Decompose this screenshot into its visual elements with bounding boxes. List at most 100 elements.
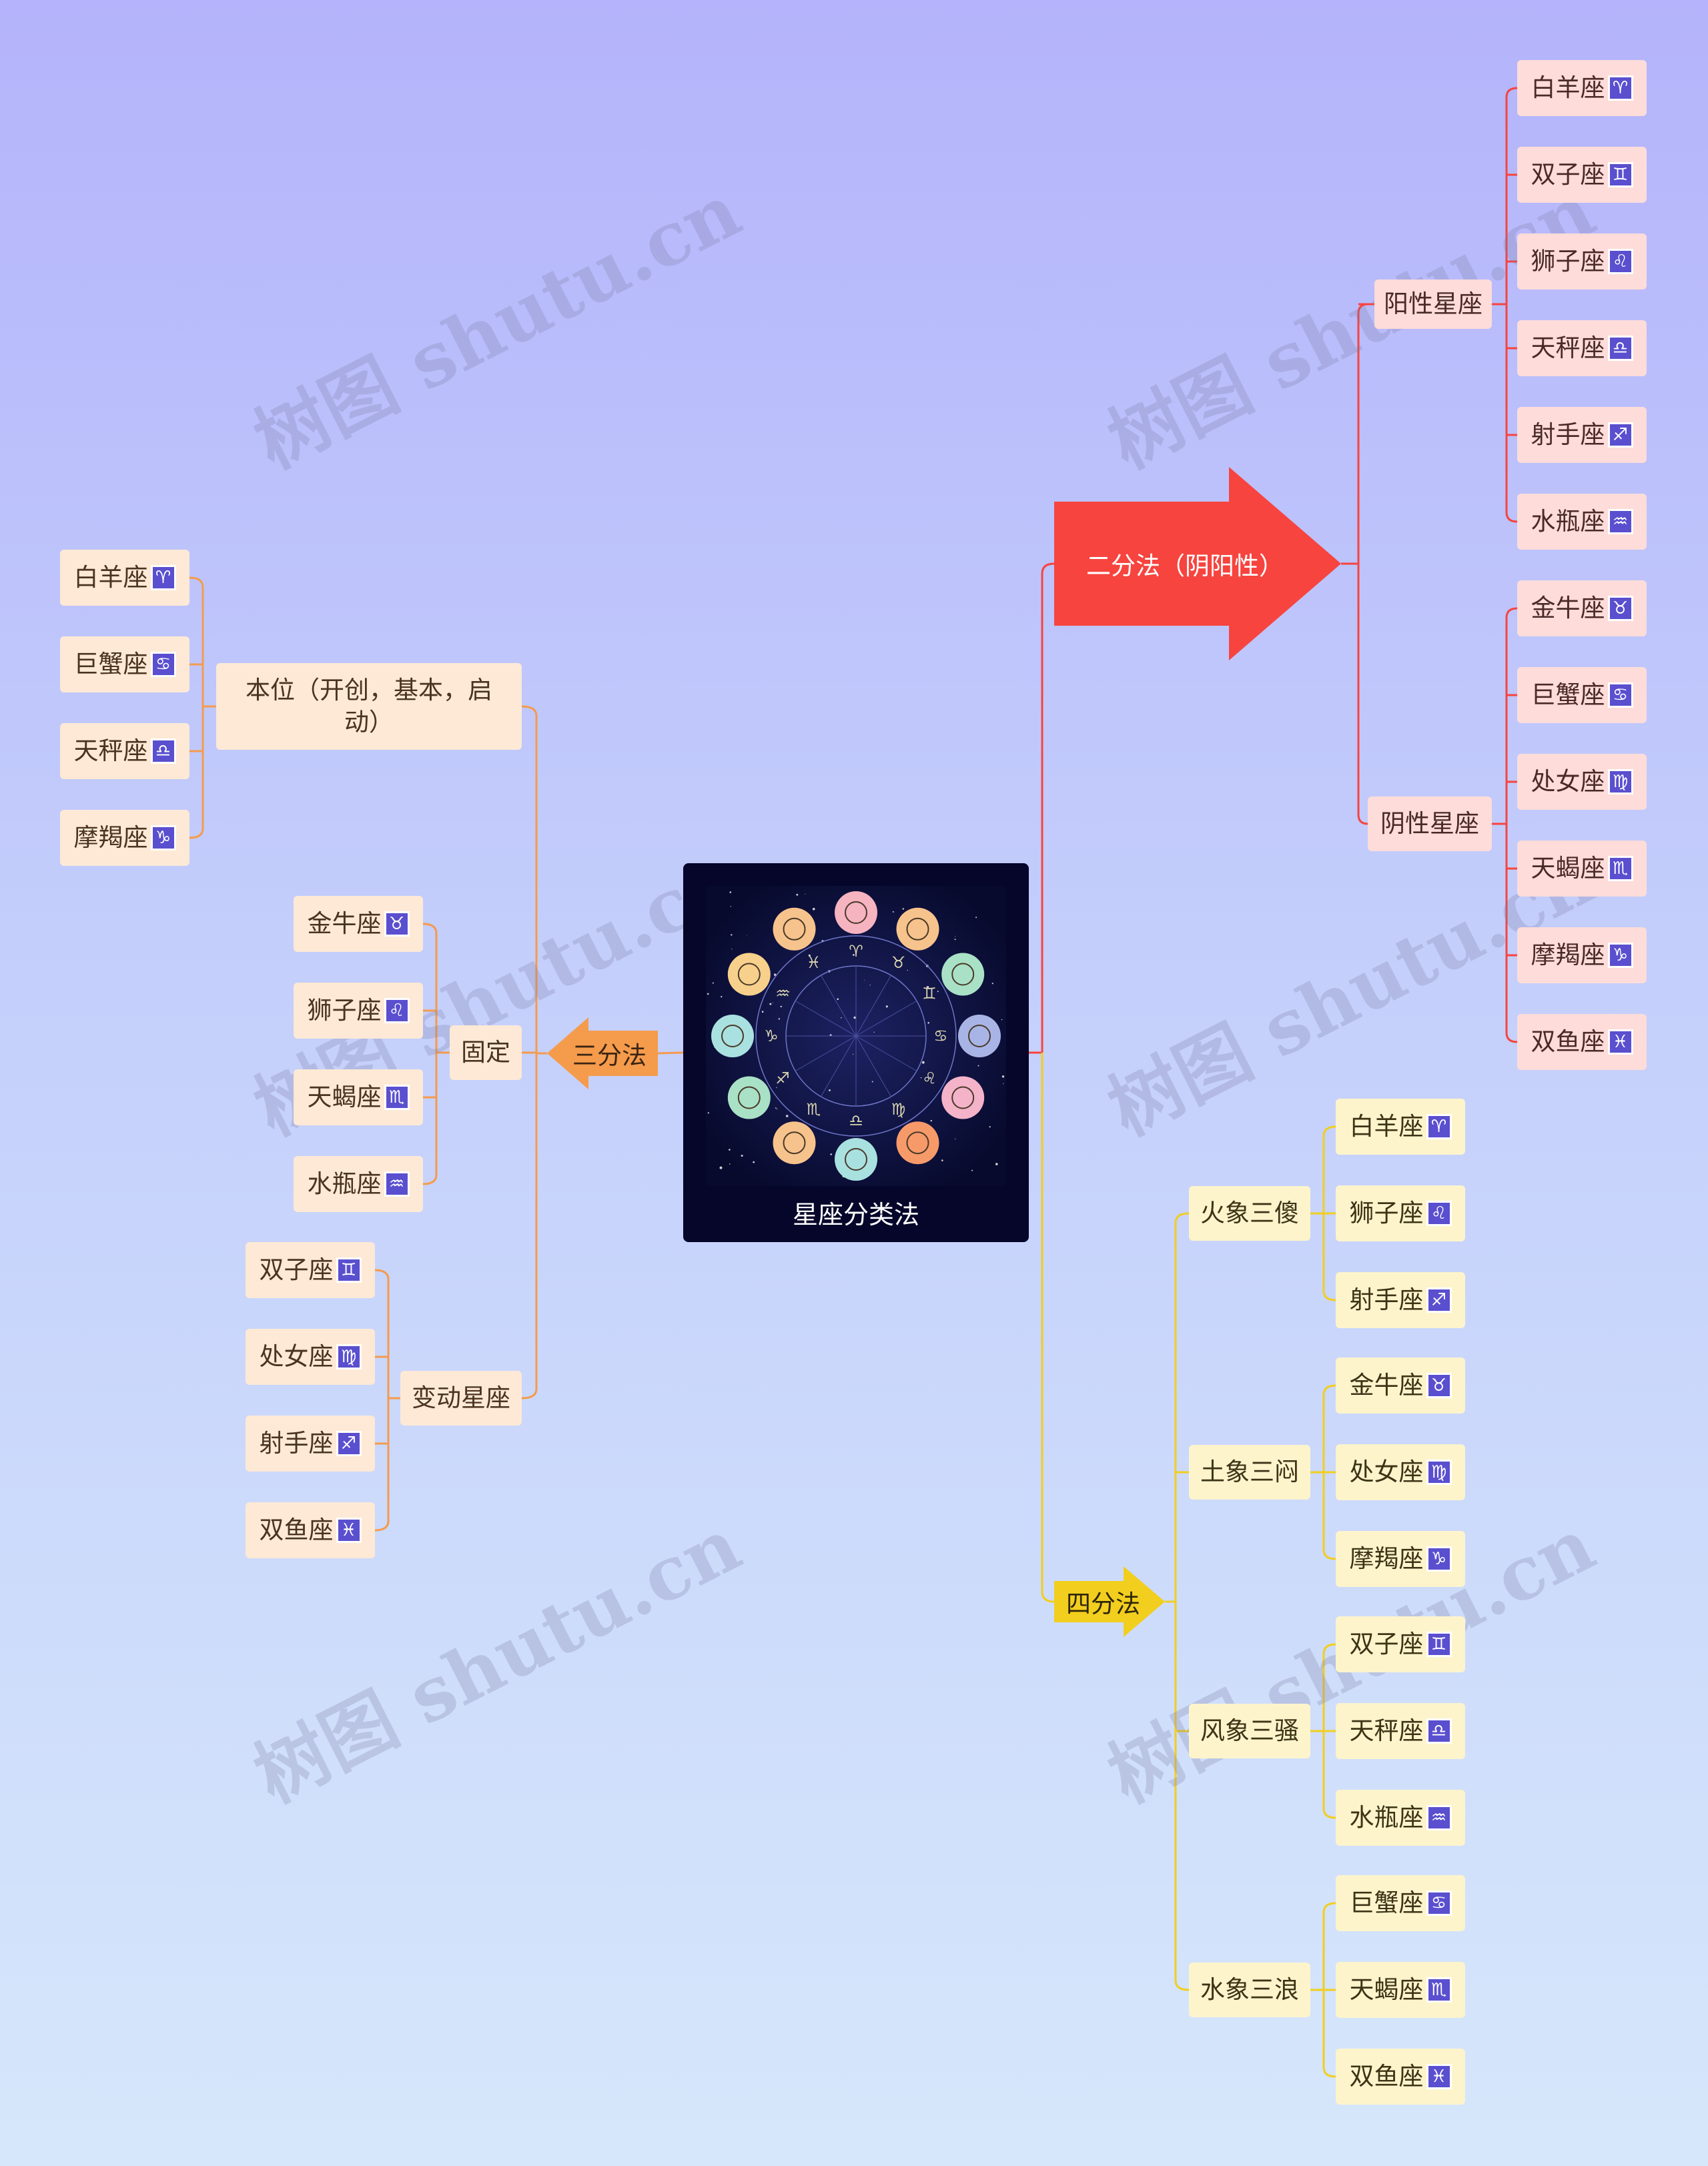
- leaf-virgo[interactable]: 处女座♍: [246, 1329, 375, 1385]
- leaf-libra[interactable]: 天秤座♎: [1336, 1703, 1465, 1759]
- branch-binary-label: 二分法（阴阳性）: [1086, 552, 1284, 580]
- zodiac-glyph-icon: ♏: [807, 1100, 821, 1119]
- group-cardinal[interactable]: 本位（开创，基本，启动）: [216, 663, 522, 750]
- group-yin-signs[interactable]: 阴性星座: [1368, 796, 1492, 851]
- leaf-pisces[interactable]: 双鱼座♓: [1517, 1014, 1647, 1070]
- leaf-pisces[interactable]: 双鱼座♓: [246, 1502, 375, 1558]
- scorpio-icon: ♏: [1607, 856, 1633, 881]
- leaf-aries[interactable]: 白羊座♈: [1517, 60, 1647, 116]
- group-earth[interactable]: 土象三闷: [1189, 1445, 1310, 1500]
- central-topic[interactable]: ♈♉♊♋♌♍♎♏♐♑♒♓ 星座分类法: [683, 863, 1029, 1242]
- aquarius-icon: ♒: [1607, 509, 1633, 534]
- star-dot: [785, 1115, 789, 1117]
- leaf-sagittarius[interactable]: 射手座♐: [1517, 407, 1647, 463]
- virgo-icon: ♍: [1426, 1460, 1452, 1485]
- leaf-capricorn[interactable]: 摩羯座♑: [60, 810, 189, 866]
- taurus-icon: ♉: [1607, 596, 1633, 621]
- zodiac-glyph-icon: ♒: [775, 985, 790, 1003]
- star-dot: [941, 1159, 943, 1161]
- star-dot: [885, 1005, 888, 1008]
- zodiac-figure-icon: [845, 1148, 867, 1171]
- star-dot: [776, 1087, 777, 1089]
- zodiac-wheel-image: ♈♉♊♋♌♍♎♏♐♑♒♓: [706, 886, 1006, 1186]
- zodiac-glyph-icon: ♌: [922, 1069, 937, 1088]
- leaf-leo[interactable]: 狮子座♌: [1336, 1185, 1465, 1241]
- leaf-scorpio[interactable]: 天蝎座♏: [1517, 841, 1647, 897]
- pisces-icon: ♓: [336, 1518, 362, 1543]
- leaf-leo[interactable]: 狮子座♌: [1517, 233, 1647, 290]
- leaf-scorpio[interactable]: 天蝎座♏: [294, 1069, 423, 1125]
- sagittarius-icon: ♐: [1607, 422, 1633, 448]
- capricorn-icon: ♑: [1426, 1546, 1452, 1572]
- star-dot: [892, 911, 894, 913]
- wheel-spoke: [855, 1001, 917, 1037]
- leaf-aries[interactable]: 白羊座♈: [1336, 1099, 1465, 1155]
- leaf-aquarius[interactable]: 水瓶座♒: [294, 1156, 423, 1212]
- zodiac-glyph-icon: ♋: [933, 1027, 948, 1045]
- zodiac-medallion-icon: [941, 953, 985, 996]
- group-mutable[interactable]: 变动星座: [400, 1371, 522, 1426]
- zodiac-medallion-icon: [896, 907, 939, 951]
- leaf-sagittarius[interactable]: 射手座♐: [1336, 1272, 1465, 1328]
- zodiac-medallion-icon: [727, 953, 771, 996]
- branch-binary-arrow[interactable]: [1054, 467, 1341, 660]
- aquarius-icon: ♒: [1426, 1805, 1452, 1830]
- star-dot: [721, 996, 723, 998]
- group-air[interactable]: 风象三骚: [1189, 1704, 1310, 1758]
- leaf-taurus[interactable]: 金牛座♉: [1517, 580, 1647, 636]
- leaf-cancer[interactable]: 巨蟹座♋: [60, 636, 189, 692]
- leaf-aquarius[interactable]: 水瓶座♒: [1336, 1790, 1465, 1846]
- leaf-taurus[interactable]: 金牛座♉: [294, 896, 423, 952]
- leaf-gemini[interactable]: 双子座♊: [1336, 1616, 1465, 1672]
- leaf-aries[interactable]: 白羊座♈: [60, 550, 189, 606]
- group-fixed[interactable]: 固定: [450, 1025, 522, 1080]
- star-dot: [926, 986, 929, 989]
- star-dot: [707, 993, 709, 995]
- leaf-taurus[interactable]: 金牛座♉: [1336, 1358, 1465, 1414]
- leaf-cancer[interactable]: 巨蟹座♋: [1336, 1875, 1465, 1931]
- branch-ternary-arrow[interactable]: [547, 1017, 658, 1089]
- star-dot: [830, 1153, 832, 1155]
- leaf-gemini[interactable]: 双子座♊: [1517, 147, 1647, 203]
- leaf-pisces[interactable]: 双鱼座♓: [1336, 2049, 1465, 2105]
- star-dot: [995, 1163, 998, 1165]
- connector-line: [1041, 562, 1055, 1053]
- connector-line: [1357, 303, 1368, 825]
- star-dot: [829, 1089, 831, 1091]
- central-topic-title: 星座分类法: [792, 1200, 919, 1229]
- leaf-libra[interactable]: 天秤座♎: [60, 723, 189, 779]
- wheel-spoke: [855, 1035, 917, 1071]
- group-water[interactable]: 水象三浪: [1189, 1963, 1310, 2017]
- branch-quaternary-arrow[interactable]: [1054, 1566, 1165, 1637]
- group-yang-signs[interactable]: 阳性星座: [1374, 280, 1492, 329]
- zodiac-figure-icon: [951, 1086, 975, 1109]
- star-dot: [837, 998, 839, 1000]
- leaf-sagittarius[interactable]: 射手座♐: [246, 1416, 375, 1472]
- leo-icon: ♌: [1426, 1201, 1452, 1226]
- leaf-leo[interactable]: 狮子座♌: [294, 983, 423, 1039]
- zodiac-medallion-icon: [711, 1015, 754, 1057]
- leaf-scorpio[interactable]: 天蝎座♏: [1336, 1962, 1465, 2018]
- gemini-icon: ♊: [336, 1257, 362, 1283]
- leaf-cancer[interactable]: 巨蟹座♋: [1517, 667, 1647, 723]
- star-dot: [977, 1065, 979, 1067]
- leaf-virgo[interactable]: 处女座♍: [1517, 754, 1647, 810]
- wheel-spoke: [795, 1001, 857, 1037]
- group-fire[interactable]: 火象三傻: [1189, 1186, 1310, 1241]
- star-dot: [921, 1061, 925, 1064]
- leaf-gemini[interactable]: 双子座♊: [246, 1242, 375, 1298]
- leaf-capricorn[interactable]: 摩羯座♑: [1336, 1531, 1465, 1587]
- leaf-virgo[interactable]: 处女座♍: [1336, 1444, 1465, 1500]
- gemini-icon: ♊: [1607, 162, 1633, 187]
- leo-icon: ♌: [1607, 249, 1633, 274]
- star-dot: [975, 917, 977, 919]
- leaf-libra[interactable]: 天秤座♎: [1517, 320, 1647, 376]
- leaf-aquarius[interactable]: 水瓶座♒: [1517, 494, 1647, 550]
- star-dot: [753, 1161, 755, 1163]
- zodiac-medallion-icon: [773, 907, 816, 951]
- star-dot: [873, 1031, 875, 1033]
- libra-icon: ♎: [1426, 1718, 1452, 1744]
- leaf-capricorn[interactable]: 摩羯座♑: [1517, 927, 1647, 983]
- zodiac-figure-icon: [737, 963, 761, 986]
- libra-icon: ♎: [1607, 336, 1633, 361]
